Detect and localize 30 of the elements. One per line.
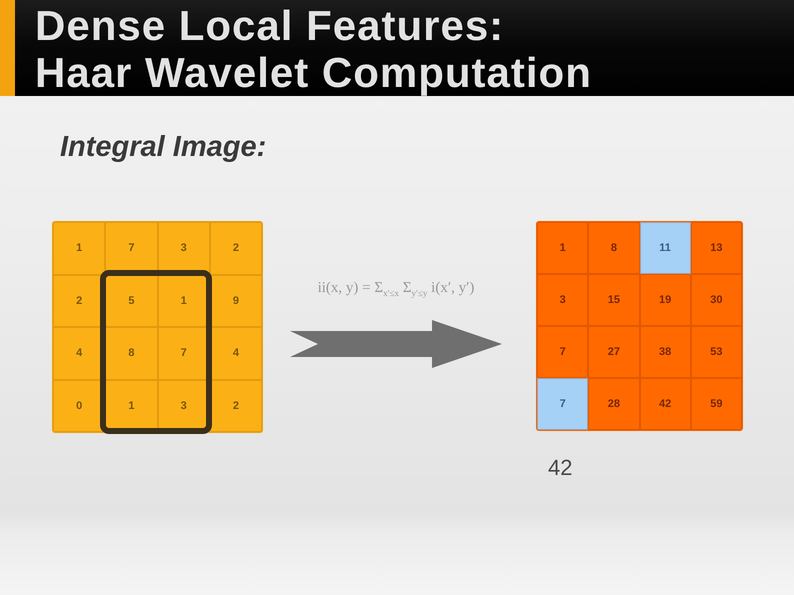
integral-cell: 3 xyxy=(537,274,588,326)
section-heading: Integral Image: xyxy=(60,131,266,164)
integral-cell: 28 xyxy=(588,378,640,430)
formula-label: ii(x, y) = Σ$_{x′≤x}$ Σ$_{y′≤y}$ i(x′, y′) xyxy=(318,280,474,298)
integral-image-grid xyxy=(537,222,742,430)
integral-cell: 59 xyxy=(690,378,742,430)
integral-cell: 19 xyxy=(640,274,691,326)
pixel-cell: 9 xyxy=(210,274,262,327)
highlighted-cell: 7 xyxy=(537,378,588,430)
slide-title: Dense Local Features: Haar Wavelet Computation xyxy=(35,2,592,96)
pixel-cell: 1 xyxy=(53,222,106,274)
pixel-cell: 5 xyxy=(105,274,158,327)
pixel-grid xyxy=(53,222,262,432)
integral-cell: 42 xyxy=(640,378,691,430)
integral-cell: 15 xyxy=(588,274,640,326)
integral-cell: 53 xyxy=(690,326,742,378)
pixel-cell: 2 xyxy=(210,222,262,274)
integral-cell: 27 xyxy=(588,326,640,378)
highlighted-cell: 11 xyxy=(640,222,691,274)
pixel-cell: 4 xyxy=(210,327,262,380)
pixel-cell: 2 xyxy=(210,380,262,432)
integral-cell: 7 xyxy=(537,326,588,378)
integral-cell: 38 xyxy=(640,326,691,378)
integral-cell: 1 xyxy=(537,222,588,274)
block-arrow xyxy=(290,320,502,368)
integral-cell: 8 xyxy=(588,222,640,274)
result-value: 42 xyxy=(548,455,572,481)
pixel-cell: 8 xyxy=(105,327,158,380)
integral-cell: 30 xyxy=(690,274,742,326)
integral-cell: 13 xyxy=(690,222,742,274)
